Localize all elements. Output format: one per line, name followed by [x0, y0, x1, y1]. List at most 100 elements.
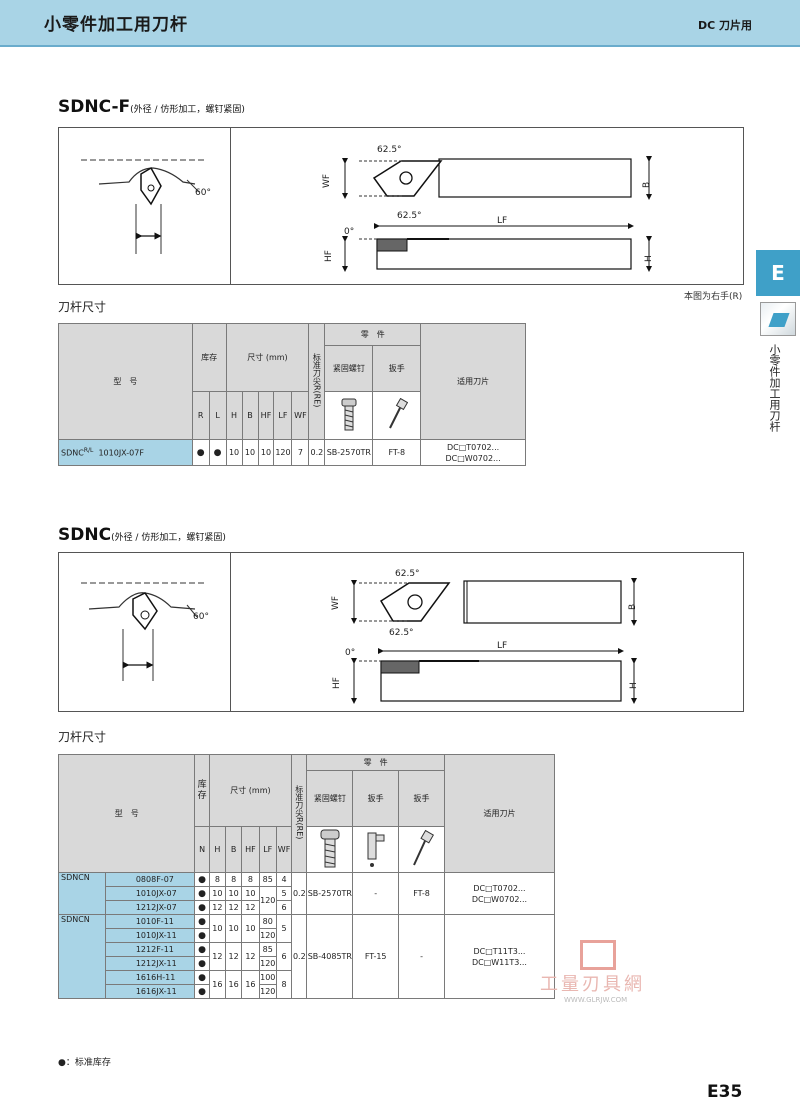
- angle-60-label: 60°: [195, 188, 211, 198]
- header-re: 标准刀尖R(RE): [308, 323, 326, 440]
- screw-icon: [320, 829, 340, 867]
- dim-hf: 10: [257, 439, 275, 466]
- header-wrench-2: 扳手: [398, 770, 445, 827]
- section2-model-code: SDNC: [58, 525, 112, 545]
- lf-label: LF: [497, 216, 507, 226]
- hf-label: HF: [332, 677, 342, 689]
- page-header: 小零件加工用刀杆 DC 刀片用: [0, 0, 800, 47]
- header-dims: 尺寸 (mm): [225, 323, 310, 392]
- section1-diagram: 60° WF 62.5° 62.5° B LF 0° HF H: [58, 127, 744, 285]
- diagram-divider: [230, 128, 231, 284]
- table-row[interactable]: 1010JX-11: [104, 928, 196, 943]
- section2-table-title: 刀杆尺寸: [58, 730, 107, 744]
- h-label: H: [644, 255, 654, 262]
- wrench-icon: [412, 829, 434, 865]
- header-re: 标准刀尖R(RE): [291, 754, 308, 873]
- header-dims: 尺寸 (mm): [208, 754, 293, 827]
- angle-bottom-label: 62.5°: [389, 628, 414, 638]
- section2-diagram: 60° WF 62.5° 62.5° B LF 0° HF H: [58, 552, 744, 712]
- wf-label: WF: [331, 596, 341, 610]
- sub-h: H: [208, 826, 227, 873]
- wf-label: WF: [322, 174, 332, 188]
- zero-angle-label: 0°: [344, 227, 354, 237]
- watermark: 工量刃具網 WWW.GLRJW.COM: [540, 940, 700, 1010]
- section2-diagram-svg: 60° WF 62.5° 62.5° B LF 0° HF H: [81, 569, 639, 704]
- sub-hf: HF: [257, 391, 275, 440]
- insert-codes: DC□T0702... DC□W0702...: [420, 439, 526, 466]
- header-screw: 紧固螺钉: [306, 770, 354, 827]
- sub-lf: LF: [273, 391, 293, 440]
- header-screw: 紧固螺钉: [324, 345, 374, 392]
- page-number: E35: [707, 1082, 743, 1102]
- screw-image: [306, 826, 354, 873]
- section1-subtitle: (外径 / 仿形加工，螺钉紧固): [130, 105, 245, 115]
- angle-top-label: 62.5°: [395, 569, 420, 579]
- table-row[interactable]: 1010JX-07: [104, 886, 196, 901]
- table-row[interactable]: 1212JX-11: [104, 956, 196, 971]
- sub-wf: WF: [291, 391, 310, 440]
- group2-prefix: SDNCN: [58, 914, 106, 999]
- angle-60-label: 60°: [193, 612, 209, 622]
- diagram-divider: [230, 553, 231, 711]
- sub-b: B: [224, 826, 243, 873]
- section2-subtitle: (外径 / 仿形加工，螺钉紧固): [111, 533, 226, 543]
- header-parts: 零 件: [324, 323, 422, 346]
- angle-top-label: 62.5°: [377, 145, 402, 155]
- dim-lf: 120: [273, 439, 293, 466]
- l-wrench-icon: [367, 832, 385, 867]
- header-model: 型 号: [58, 323, 193, 440]
- watermark-logo-icon: [580, 940, 616, 970]
- stock-l: ●: [208, 439, 227, 466]
- header-model: 型 号: [57, 754, 196, 873]
- watermark-url: WWW.GLRJW.COM: [564, 996, 628, 1004]
- angle-bottom-label: 62.5°: [397, 211, 422, 221]
- header-parts: 零 件: [306, 754, 445, 771]
- sub-n: N: [194, 826, 210, 873]
- section1-model-code: SDNC-F: [58, 97, 131, 117]
- watermark-text: 工量刃具網: [540, 974, 645, 995]
- stock-legend: ●：标准库存: [58, 1058, 111, 1068]
- table-row[interactable]: 0808F-07: [104, 872, 196, 887]
- sub-l: L: [208, 391, 227, 440]
- header-wrench-1: 扳手: [352, 770, 400, 827]
- side-tab-letter[interactable]: E: [756, 250, 800, 296]
- wrench-icon: [388, 397, 408, 428]
- wrench-image: [398, 826, 445, 873]
- side-tool-thumbnail: [760, 302, 796, 336]
- screw-image: [324, 391, 374, 440]
- wrench-code: FT-8: [372, 439, 422, 466]
- page-title: 小零件加工用刀杆: [44, 15, 188, 35]
- screw-icon: [341, 398, 357, 430]
- sub-wf: WF: [275, 826, 293, 873]
- table-row[interactable]: 1616H-11: [104, 970, 196, 985]
- table-row[interactable]: 1010F-11: [104, 914, 196, 929]
- sub-h: H: [225, 391, 243, 440]
- insert-codes: DC□T11T3... DC□W11T3...: [443, 914, 556, 999]
- wrench-image: [372, 391, 422, 440]
- hf-label: HF: [324, 250, 334, 262]
- table-row[interactable]: 1616JX-11: [104, 984, 196, 999]
- header-stock: 库存: [194, 754, 210, 827]
- section1-diagram-svg: 60° WF 62.5° 62.5° B LF 0° HF H: [81, 145, 654, 272]
- b-label: B: [642, 182, 652, 188]
- header-wrench: 扳手: [372, 345, 422, 392]
- section1-title: SDNC-F(外径 / 仿形加工，螺钉紧固): [58, 97, 245, 117]
- header-insert: 适用刀片: [420, 323, 526, 440]
- header-insert: 适用刀片: [443, 754, 556, 873]
- re-value: 0.2: [308, 439, 326, 466]
- sub-lf: LF: [258, 826, 277, 873]
- sub-hf: HF: [241, 826, 260, 873]
- dim-wf: 7: [291, 439, 310, 466]
- screw-code: SB-2570TR: [324, 439, 374, 466]
- b-label: B: [628, 604, 638, 610]
- table-row[interactable]: 1212JX-07: [104, 900, 196, 915]
- table-row[interactable]: 1212F-11: [104, 942, 196, 957]
- wrench-l-image: [352, 826, 400, 873]
- section1-table-title: 刀杆尺寸: [58, 300, 107, 314]
- section1-spec-table: 型 号 库存 尺寸 (mm) 标准刀尖R(RE) 零 件 适用刀片 紧固螺钉 扳…: [58, 323, 526, 466]
- table-row[interactable]: SDNCR/L 1010JX-07F: [58, 439, 193, 466]
- sub-r: R: [191, 391, 210, 440]
- lf-label: LF: [497, 641, 507, 651]
- header-category: DC 刀片用: [697, 19, 752, 32]
- stock-r: ●: [191, 439, 210, 466]
